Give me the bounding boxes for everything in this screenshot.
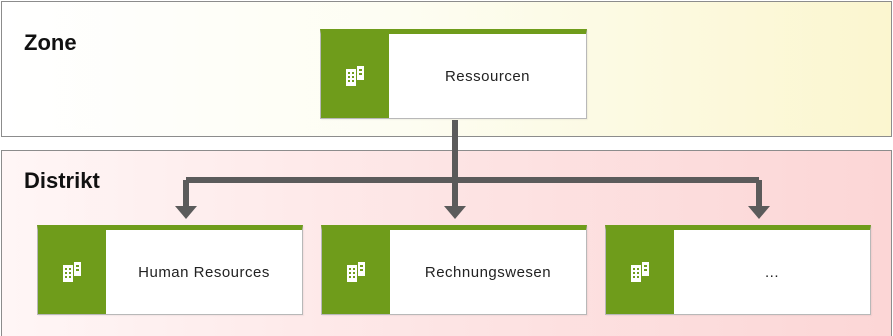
node-icon-block [38, 230, 106, 314]
node-rechnungswesen[interactable]: Rechnungswesen [321, 225, 587, 315]
arrowhead-middle [444, 206, 466, 219]
arrowhead-left [175, 206, 197, 219]
building-icon [346, 66, 364, 86]
node-icon-block [322, 230, 390, 314]
building-icon [347, 262, 365, 282]
building-icon [631, 262, 649, 282]
node-human-resources[interactable]: Human Resources [37, 225, 303, 315]
district-label: Distrikt [24, 168, 100, 193]
node-icon-block [606, 230, 674, 314]
node-icon-block [321, 34, 389, 118]
building-icon [63, 262, 81, 282]
arrowhead-right [748, 206, 770, 219]
node-ressourcen[interactable]: Ressourcen [320, 29, 587, 119]
node-label: ... [764, 263, 779, 281]
node-label: Human Resources [138, 263, 270, 281]
node-label: Rechnungswesen [424, 263, 552, 281]
zone-label: Zone [24, 30, 77, 55]
node-label: Ressourcen [444, 67, 531, 85]
node-ellipsis[interactable]: ... [605, 225, 871, 315]
